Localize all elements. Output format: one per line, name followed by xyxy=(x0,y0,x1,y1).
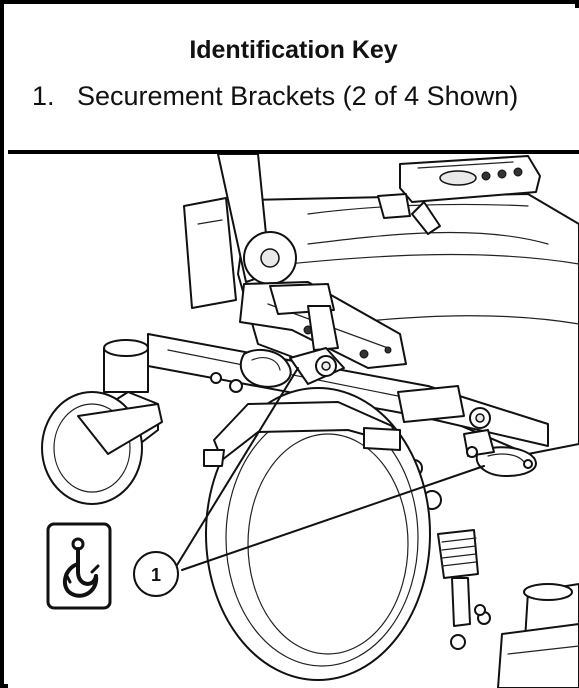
identification-key-title: Identification Key xyxy=(189,36,398,64)
key-item-securement-brackets: 1. Securement Brackets (2 of 4 Shown) xyxy=(32,81,518,112)
callout-1: 1 xyxy=(133,551,179,597)
armrest-hinge xyxy=(183,154,407,369)
identification-key: Identification Key 1. Securement Brackets… xyxy=(8,8,579,154)
hardware-details xyxy=(210,372,533,616)
callout-1-label: 1 xyxy=(151,565,161,585)
securement-bracket-front xyxy=(239,347,345,388)
front-caster-left xyxy=(41,339,163,505)
drive-wheel xyxy=(203,387,431,681)
wheelchair-illustration: .l { fill: none; stroke: #111; stroke-wi… xyxy=(8,154,579,688)
callout-leaders xyxy=(173,367,485,571)
hook-icon xyxy=(46,522,112,610)
key-item-number: 1. xyxy=(32,81,55,111)
key-item-label: Securement Brackets (2 of 4 Shown) xyxy=(77,81,519,111)
rear-caster-right xyxy=(497,583,579,688)
wheelchair-line-drawing: .l { fill: none; stroke: #111; stroke-wi… xyxy=(41,154,579,688)
joystick-controller xyxy=(377,155,541,235)
